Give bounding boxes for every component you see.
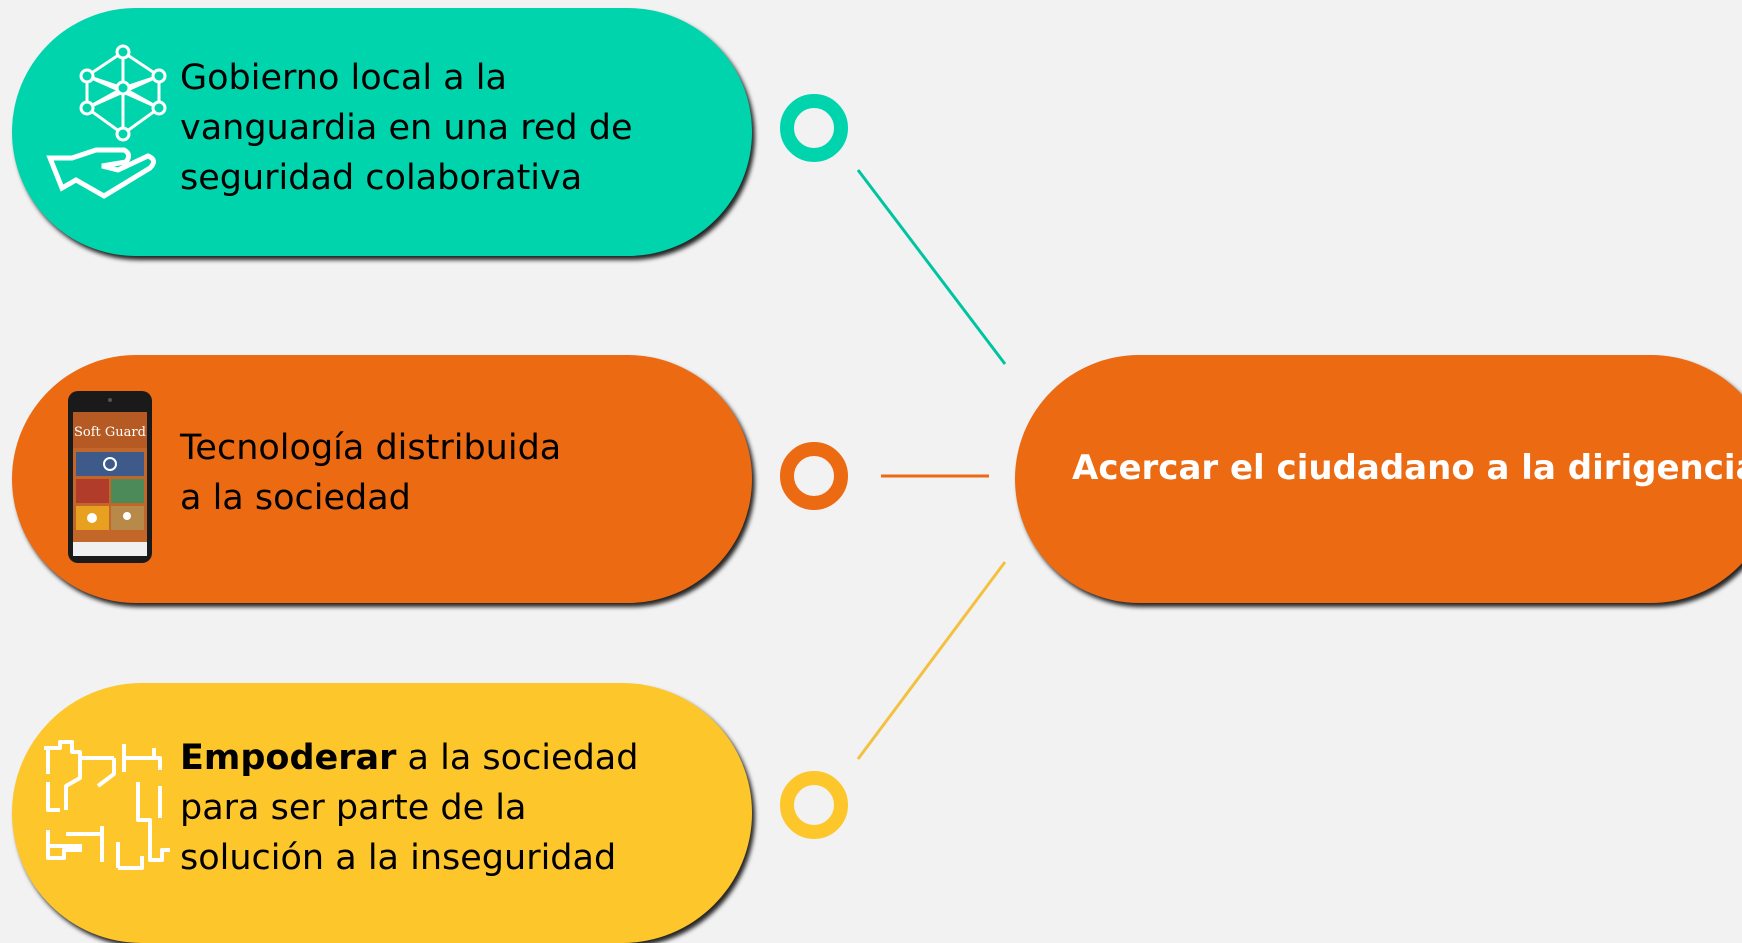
node-3-bold-word: Empoderar bbox=[180, 738, 397, 778]
node-3-ring bbox=[780, 771, 848, 839]
node-3-text: Empoderar a la sociedad para ser parte d… bbox=[180, 733, 638, 883]
target-label: Acercar el ciudadano a la dirigencia bbox=[1072, 448, 1742, 488]
node-1-line-2: vanguardia en una red de bbox=[180, 108, 633, 148]
node-1-pill bbox=[12, 8, 752, 256]
smartphone-app-icon: Soft Guard bbox=[68, 391, 152, 563]
node-3-pill bbox=[12, 683, 752, 943]
node-2-ring bbox=[780, 442, 848, 510]
linked-hands-icon bbox=[44, 740, 170, 870]
app-logo: Soft Guard bbox=[74, 425, 146, 440]
node-3-line-3: solución a la inseguridad bbox=[180, 838, 617, 878]
node-1-line-1: Gobierno local a la bbox=[180, 58, 507, 98]
node-1-ring bbox=[780, 94, 848, 162]
node-2-line-2: a la sociedad bbox=[180, 478, 411, 518]
connector-node-3 bbox=[856, 561, 1007, 760]
node-1-line-3: seguridad colaborativa bbox=[180, 158, 583, 198]
node-1-text: Gobierno local a la vanguardia en una re… bbox=[180, 53, 633, 203]
target-pill bbox=[1015, 355, 1742, 603]
node-2-line-1: Tecnología distribuida bbox=[180, 428, 562, 468]
connector-node-1 bbox=[856, 169, 1007, 365]
node-3-line-1-rest: a la sociedad bbox=[396, 738, 639, 778]
node-3-line-2: para ser parte de la bbox=[180, 788, 527, 828]
node-2-text: Tecnología distribuida a la sociedad bbox=[180, 423, 561, 523]
node-3-line-1: Empoderar a la sociedad bbox=[180, 733, 638, 783]
network-hand-icon bbox=[46, 44, 167, 199]
